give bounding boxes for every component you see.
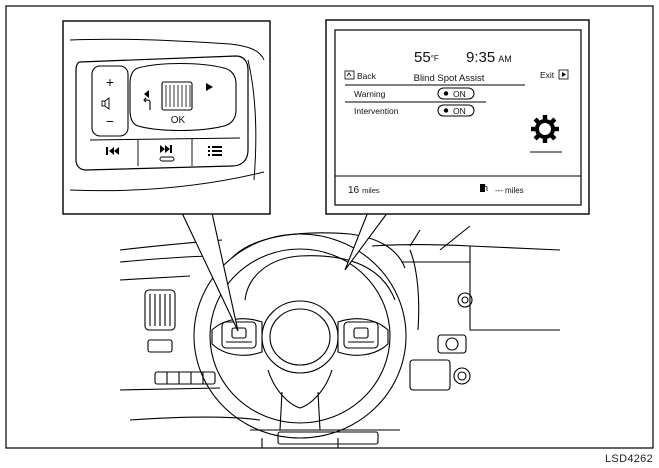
figure-frame [5,5,654,449]
dashboard-illustration [119,225,561,448]
previous-track-icon[interactable] [106,147,119,155]
next-track-icon[interactable] [159,145,175,162]
setting-row[interactable]: Intervention ON [354,104,475,117]
temperature-readout: 55°F [414,49,439,66]
menu-title: Blind Spot Assist [414,73,485,84]
thumbwheel-button[interactable] [161,81,193,111]
setting-state: ON [453,89,466,99]
back-label: Back [357,71,377,81]
setting-label: Warning [354,89,386,99]
back-arrow-icon[interactable] [143,97,151,110]
gear-icon [531,115,559,143]
volume-icon [101,97,110,110]
setting-toggle[interactable] [437,104,475,117]
back-button[interactable]: Back [344,70,377,81]
volume-up-symbol: + [106,74,114,90]
exit-icon [558,69,569,80]
right-arrow-icon[interactable] [206,83,213,91]
switch-callout: + − OK [62,20,271,332]
setting-label: Intervention [354,106,399,116]
setting-row[interactable]: Warning ON [354,87,475,100]
setting-toggle[interactable] [437,87,475,100]
range-readout: ---miles [495,186,524,195]
left-arrow-icon[interactable] [144,90,149,98]
volume-down-symbol: − [106,113,114,129]
ok-button-label[interactable]: OK [171,115,186,126]
fuel-pump-icon [480,184,488,192]
exit-button[interactable]: Exit [540,69,569,80]
switch-callout-pointer [181,212,239,332]
back-icon [344,70,355,80]
display-callout-pointer [344,211,389,271]
menu-list-icon[interactable] [208,146,222,156]
setting-state: ON [453,106,466,116]
exit-label: Exit [540,70,555,80]
figure-code: LSD4262 [605,453,653,465]
